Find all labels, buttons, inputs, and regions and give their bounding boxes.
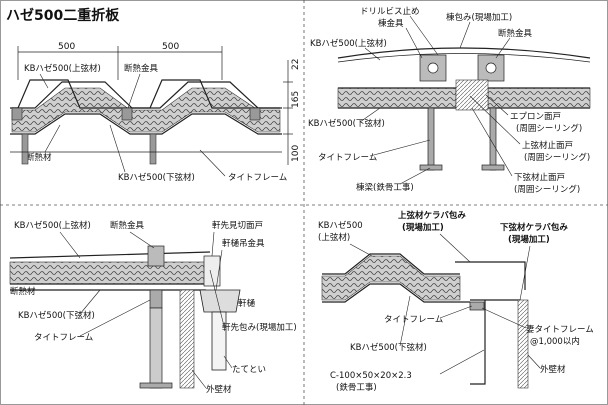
bracket-bl bbox=[147, 245, 165, 267]
upper-gable-cover bbox=[455, 261, 526, 290]
label-apron-seal: (周囲シーリング) bbox=[516, 123, 582, 134]
label-outer-wall-br: 外壁材 bbox=[540, 364, 566, 375]
panel-section-profile: 500 500 22 165 100 KBハゼ500(上弦材) 断熱金具 断熱材… bbox=[10, 42, 301, 183]
dim-width-left: 500 bbox=[58, 42, 75, 52]
label-upper-seal: (周囲シーリング) bbox=[524, 152, 590, 163]
label-lower-gable-2: (現場加工) bbox=[508, 234, 550, 245]
insulation-left bbox=[337, 87, 457, 109]
tight-frame-bl bbox=[149, 289, 163, 309]
ridge-beam-left bbox=[427, 107, 435, 171]
bracket-left bbox=[11, 107, 23, 121]
label-insulation: 断熱材 bbox=[26, 152, 52, 163]
panel-gable-detail: KBハゼ500 (上弦材) 上弦材ケラバ包み (現場加工) 下弦材ケラバ包み (… bbox=[318, 210, 594, 393]
tight-frame-left bbox=[21, 133, 29, 165]
label-lower-seal: (周囲シーリング) bbox=[514, 184, 580, 195]
label-tight-frame-r: タイトフレーム bbox=[318, 153, 377, 163]
bracket-center bbox=[121, 107, 133, 121]
column-bl bbox=[149, 307, 163, 389]
label-kb-lower-r: KBハゼ500(下弦材) bbox=[308, 118, 385, 129]
insulation-bl bbox=[9, 261, 207, 285]
label-gutter: 軒樋 bbox=[238, 298, 256, 309]
insulation-band bbox=[11, 87, 281, 133]
label-insulation-bracket-r: 断熱金具 bbox=[498, 28, 533, 39]
gable-tight-frame bbox=[469, 301, 485, 311]
insulation-right bbox=[487, 87, 591, 109]
downpipe bbox=[211, 311, 227, 371]
label-kb-lower: KBハゼ500(下弦材) bbox=[118, 172, 195, 183]
label-eave-face: 軒先見切面戸 bbox=[212, 220, 263, 231]
label-insulation-bl: 断熱材 bbox=[10, 286, 36, 297]
gutter bbox=[199, 289, 241, 313]
label-gable-frame-2: @1,000以内 bbox=[530, 336, 580, 347]
page-title: ハゼ500二重折板 bbox=[6, 7, 120, 24]
label-kb-upper-br-2: (上弦材) bbox=[318, 232, 350, 243]
upper-chord-br bbox=[322, 253, 460, 275]
eave-face bbox=[203, 255, 221, 287]
label-kb-upper: KBハゼ500(上弦材) bbox=[24, 63, 101, 74]
label-ridge-beam: 棟梁(鉄骨工事) bbox=[356, 182, 414, 193]
label-upper-gable-1: 上弦材ケラバ包み bbox=[398, 210, 466, 221]
ridge-cover bbox=[337, 47, 591, 59]
insulation-br bbox=[321, 255, 461, 301]
label-lower-gable-1: 下弦材ケラバ包み bbox=[500, 222, 568, 233]
upper-chord bbox=[10, 81, 282, 109]
upper-sheet bbox=[12, 79, 280, 109]
label-upper-gable-2: (現場加工) bbox=[402, 222, 444, 233]
label-insulation-bracket-bl: 断熱金具 bbox=[110, 220, 145, 231]
label-tight-frame-br: タイトフレーム bbox=[384, 315, 443, 325]
center-seal bbox=[455, 79, 489, 111]
panel-eave-detail: KBハゼ500(上弦材) 断熱金具 軒先見切面戸 軒樋吊金具 断熱材 KBハゼ5… bbox=[9, 220, 297, 395]
label-eave-cover: 軒先包み(現場加工) bbox=[222, 322, 297, 333]
dim-v2: 165 bbox=[291, 91, 301, 108]
upper-chord-bl bbox=[9, 251, 211, 259]
label-lower-stop: 下弦材止面戸 bbox=[514, 172, 565, 183]
label-kb-lower-br: KBハゼ500(下弦材) bbox=[350, 342, 427, 353]
label-apron-face: エプロン面戸 bbox=[510, 112, 561, 122]
outer-wall-br bbox=[517, 299, 529, 389]
label-kb-lower-bl: KBハゼ500(下弦材) bbox=[18, 310, 95, 321]
dim-width-right: 500 bbox=[162, 42, 179, 52]
label-ridge-cover: 棟包み(現場加工) bbox=[446, 12, 512, 23]
outer-wall-bl bbox=[179, 289, 195, 389]
label-kb-upper-br-1: KBハゼ500 bbox=[318, 220, 363, 231]
label-outer-wall-bl: 外壁材 bbox=[206, 384, 232, 395]
bracket-right bbox=[249, 107, 261, 121]
label-kb-upper-r: KBハゼ500(上弦材) bbox=[310, 38, 387, 49]
label-ridge-bracket: 棟金具 bbox=[378, 18, 404, 29]
c-steel bbox=[470, 300, 486, 385]
label-tight-frame-bl: タイトフレーム bbox=[34, 333, 93, 343]
dim-v1: 22 bbox=[291, 59, 301, 70]
panel-ridge-detail: ドリルビス止め 棟金具 棟包み(現場加工) 断熱金具 KBハゼ500(上弦材) … bbox=[308, 6, 591, 195]
label-c-steel-1: C-100×50×20×2.3 bbox=[330, 371, 412, 381]
label-gable-frame-1: 妻タイトフレーム bbox=[526, 324, 594, 335]
label-upper-stop: 上弦材止面戸 bbox=[522, 140, 573, 151]
lower-chord-br bbox=[322, 283, 470, 303]
label-gutter-bracket: 軒樋吊金具 bbox=[222, 238, 265, 249]
label-insulation-bracket: 断熱金具 bbox=[124, 63, 159, 74]
label-c-steel-2: (鉄骨工事) bbox=[336, 382, 377, 393]
ridge-beam-right bbox=[489, 107, 497, 171]
lower-chord bbox=[10, 113, 282, 135]
label-kb-upper-bl: KBハゼ500(上弦材) bbox=[14, 220, 91, 231]
label-tight-frame: タイトフレーム bbox=[228, 173, 287, 183]
label-drill-screw: ドリルビス止め bbox=[360, 6, 420, 17]
tight-frame-mid bbox=[149, 133, 157, 165]
dim-v3: 100 bbox=[291, 145, 301, 162]
label-downpipe: たてとい bbox=[232, 365, 266, 375]
